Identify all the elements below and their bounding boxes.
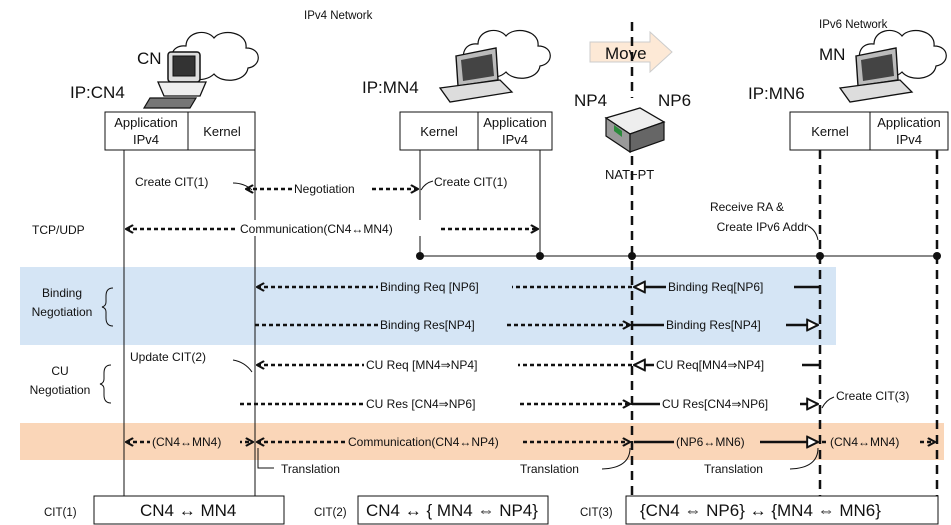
move-label: Move xyxy=(605,44,647,63)
create-cit1-cn-label: Create CIT(1) xyxy=(135,175,208,189)
cn-kernel-label: Kernel xyxy=(203,124,241,139)
cit2-value: CN4 ↔ { MN4 ⇔ NP4} xyxy=(366,501,538,520)
receive-ra-leader xyxy=(807,225,819,241)
create-cit1-cn-leader xyxy=(232,182,253,191)
binding-res-label-left: Binding Res[NP4] xyxy=(380,318,475,332)
natpt-label: NAT−PT xyxy=(605,167,654,182)
mn6-ip-label: IP:MN6 xyxy=(748,84,805,103)
comm-label-cn: (CN4↔MN4) xyxy=(152,435,221,449)
receive-ra-label-1: Receive RA & xyxy=(710,200,784,214)
communication-v4-label: Communication(CN4↔MN4) xyxy=(240,222,393,236)
mn4-kernel-label: Kernel xyxy=(420,124,458,139)
np6-label: NP6 xyxy=(658,91,691,110)
update-cit2-leader xyxy=(232,359,253,373)
cn-ipv4-label: IPv4 xyxy=(133,132,159,147)
negotiation-label: Negotiation xyxy=(294,182,355,196)
update-cit2-label: Update CIT(2) xyxy=(130,350,206,364)
cit1-value: CN4 ↔ MN4 xyxy=(140,501,236,520)
cu-res-label-right: CU Res[CN4⇒NP6] xyxy=(662,397,768,411)
mn-label: MN xyxy=(819,45,845,64)
create-cit1-mn-label: Create CIT(1) xyxy=(434,175,507,189)
mn6-ipv4-label: IPv4 xyxy=(896,132,922,147)
cit3-box xyxy=(625,495,939,525)
cn-stack: Application IPv4 Kernel xyxy=(104,111,256,151)
cu-label: CU xyxy=(51,364,68,378)
cit2-box xyxy=(357,495,549,525)
cu-negotiation-label: Negotiation xyxy=(30,383,91,397)
mn4-ipv4-label: IPv4 xyxy=(502,132,528,147)
laptop-icon xyxy=(438,47,514,103)
create-cit3-label: Create CIT(3) xyxy=(836,389,909,403)
create-cit3-leader xyxy=(821,396,835,409)
create-cit1-mn-leader xyxy=(420,180,434,191)
mn4-stack: Kernel Application IPv4 xyxy=(399,111,553,151)
translation-1-leader xyxy=(257,448,274,469)
junction-dots xyxy=(416,252,941,260)
binding-label: Binding xyxy=(42,286,82,300)
cn-ip-label: IP:CN4 xyxy=(70,83,125,102)
cu-brace xyxy=(99,364,112,404)
comm-label-mid: Communication(CN4↔NP4) xyxy=(348,435,499,449)
mn6-stack: Kernel Application IPv4 xyxy=(789,111,949,151)
ipv4-network-title: IPv4 Network xyxy=(304,10,373,22)
mn6-app-label: Application xyxy=(877,115,941,130)
binding-req-label-right: Binding Req[NP6] xyxy=(668,280,763,294)
binding-brace xyxy=(101,287,114,327)
comm-label-np: (NP6↔MN6) xyxy=(676,435,745,449)
desktop-computer-icon xyxy=(142,51,207,109)
cu-req-label-left: CU Req [MN4⇒NP4] xyxy=(366,358,477,372)
binding-req-label-left: Binding Req [NP6] xyxy=(380,280,479,294)
cn-label: CN xyxy=(137,49,162,68)
cu-res-label-left: CU Res [CN4⇒NP6] xyxy=(366,397,475,411)
cu-req-label-right: CU Req[MN4⇒NP4] xyxy=(656,358,764,372)
np4-label: NP4 xyxy=(574,91,607,110)
cit3-label: CIT(3) xyxy=(580,507,613,519)
cn-app-label: Application xyxy=(114,115,178,130)
binding-negotiation-label: Negotiation xyxy=(32,305,93,319)
lifelines xyxy=(123,22,939,512)
router-icon xyxy=(604,107,666,154)
translation-2-leader xyxy=(601,447,631,470)
translation-3-leader xyxy=(789,447,819,470)
cit1-label: CIT(1) xyxy=(44,507,77,519)
ipv6-network-title: IPv6 Network xyxy=(819,19,888,31)
mn4-app-label: Application xyxy=(483,115,547,130)
cit2-label: CIT(2) xyxy=(314,507,347,519)
cit1-box xyxy=(93,495,285,525)
mn4-ip-label: IP:MN4 xyxy=(362,78,419,97)
binding-res-label-right: Binding Res[NP4] xyxy=(666,318,761,332)
mn6-kernel-label: Kernel xyxy=(811,124,849,139)
receive-ra-label-2: Create IPv6 Addr xyxy=(717,220,808,234)
comm-label-mn: (CN4↔MN4) xyxy=(830,435,899,449)
cit3-value: {CN4 ⇔ NP6} ↔ {MN4 ⇔ MN6} xyxy=(640,501,881,520)
translation-label-1: Translation xyxy=(281,462,340,476)
laptop-icon xyxy=(838,47,914,103)
translation-label-2: Translation xyxy=(520,462,579,476)
translation-label-3: Translation xyxy=(704,462,763,476)
tcp-udp-label: TCP/UDP xyxy=(32,223,85,237)
